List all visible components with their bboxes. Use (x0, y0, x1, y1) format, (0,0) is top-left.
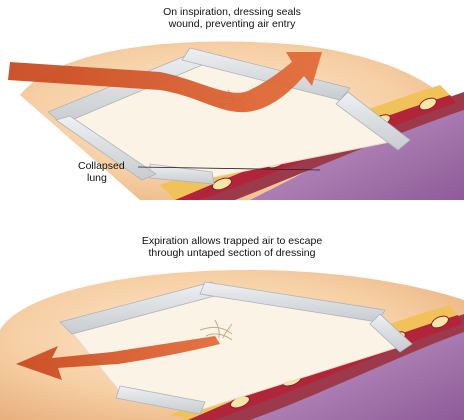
bottom-caption-line-1: Expiration allows trapped air to escape (0, 235, 464, 247)
top-caption-line-1: On inspiration, dressing seals (0, 6, 464, 18)
top-caption-line-2: wound, preventing air entry (0, 18, 464, 30)
bottom-caption-line-2: through untaped section of dressing (0, 247, 464, 259)
collapsed-lung-label-line-1: Collapsed (78, 160, 125, 172)
collapsed-lung-label: Collapsed lung (78, 160, 125, 184)
collapsed-lung-label-line-2: lung (78, 172, 125, 184)
bottom-panel (0, 270, 464, 420)
bottom-caption: Expiration allows trapped air to escape … (0, 235, 464, 259)
top-panel (8, 42, 464, 200)
top-caption: On inspiration, dressing seals wound, pr… (0, 6, 464, 30)
